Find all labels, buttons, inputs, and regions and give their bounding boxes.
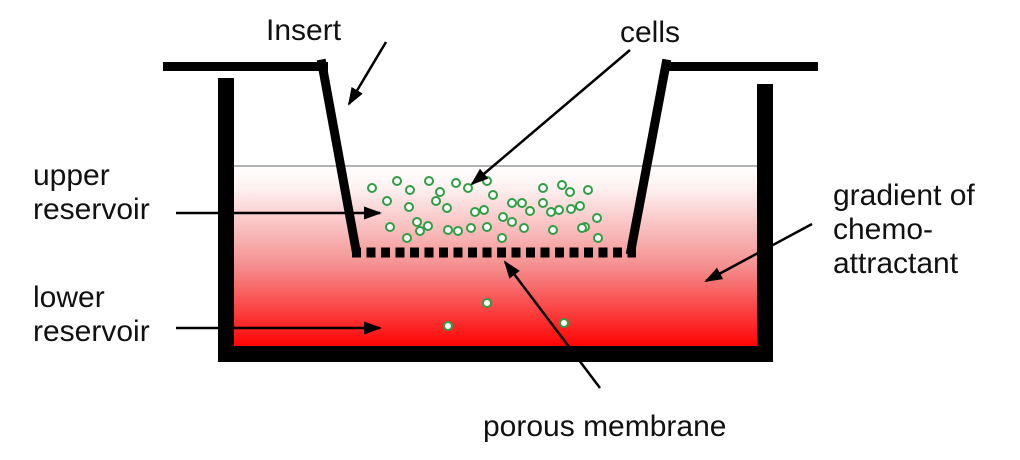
- cell: [565, 187, 575, 197]
- cell: [435, 187, 445, 197]
- cell: [538, 198, 548, 208]
- cell: [404, 202, 414, 212]
- insert-arrow: [347, 41, 388, 106]
- insert-right-wall: [625, 58, 672, 256]
- cell: [498, 212, 508, 222]
- porous-membrane-arrow: [503, 260, 601, 389]
- cell: [423, 221, 433, 231]
- cell: [367, 183, 377, 193]
- insert-right-flange: [662, 62, 818, 71]
- cell: [385, 222, 395, 232]
- cell: [519, 223, 529, 233]
- cell: [538, 183, 548, 193]
- cell: [453, 226, 463, 236]
- cell: [488, 190, 498, 200]
- cell: [443, 321, 453, 331]
- cell: [431, 196, 441, 206]
- cell: [443, 225, 453, 235]
- cell: [592, 213, 602, 223]
- cell: [392, 176, 402, 186]
- cell: [583, 185, 593, 195]
- cell: [451, 178, 461, 188]
- insert-label: Insert: [266, 14, 342, 47]
- cell: [482, 176, 492, 186]
- cell: [482, 222, 492, 232]
- cell: [415, 226, 425, 236]
- cell: [507, 217, 517, 227]
- cell: [566, 204, 576, 214]
- cell: [554, 205, 564, 215]
- cell: [557, 180, 567, 190]
- cell: [463, 183, 473, 193]
- chemoattractant-label: gradient of chemo- attractant: [833, 179, 975, 280]
- porous-membrane-label: porous membrane: [483, 410, 727, 443]
- cells-arrow: [470, 49, 631, 186]
- upper-reservoir-label: upper reservoir: [33, 159, 150, 226]
- outer-well-right-wall: [757, 84, 773, 362]
- cell: [479, 205, 489, 215]
- cell: [482, 298, 492, 308]
- lower-reservoir-label: lower reservoir: [33, 281, 150, 348]
- upper-reservoir-cells: [367, 176, 603, 243]
- cell: [382, 196, 392, 206]
- cell: [412, 217, 422, 227]
- cell: [517, 198, 527, 208]
- cell: [559, 318, 569, 328]
- cell: [525, 206, 535, 216]
- cell: [546, 207, 556, 217]
- cell: [593, 233, 603, 243]
- outer-well-bottom: [218, 346, 773, 362]
- migrated-cells: [443, 298, 569, 331]
- cell: [424, 176, 434, 186]
- cell: [497, 233, 507, 243]
- cell: [466, 223, 476, 233]
- insert-left-wall: [316, 58, 362, 256]
- cell: [405, 185, 415, 195]
- cells-label: cells: [620, 16, 681, 49]
- cell: [548, 225, 558, 235]
- chemoattractant-arrow: [704, 222, 813, 283]
- cell: [442, 203, 452, 213]
- cell: [507, 198, 517, 208]
- cell: [470, 207, 480, 217]
- cell: [575, 201, 585, 211]
- cell: [577, 223, 587, 233]
- insert-left-flange: [163, 62, 328, 71]
- outer-well-left-wall: [218, 78, 234, 362]
- cell: [402, 233, 412, 243]
